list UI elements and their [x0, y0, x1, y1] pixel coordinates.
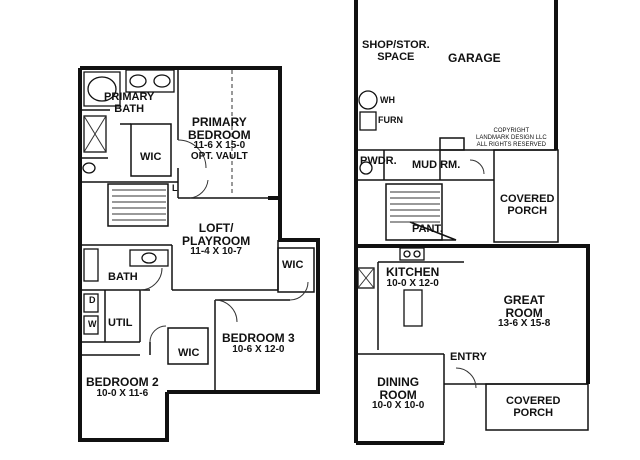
- entry-label: ENTRY: [450, 351, 487, 363]
- furnace-label: FURN: [378, 115, 403, 125]
- water-heater-label: WH: [380, 95, 395, 105]
- mud-room-label: MUD RM.: [412, 159, 461, 171]
- powder-room-label: PWDR.: [360, 155, 397, 167]
- pantry-label: PANT.: [412, 223, 443, 235]
- wic-bed2-label: WIC: [178, 347, 200, 359]
- upper-floor-fixtures: [82, 69, 309, 343]
- shop-storage-label: SHOP/STOR.SPACE: [362, 39, 430, 63]
- kitchen-label: KITCHEN 10-0 X 12-0: [386, 265, 440, 289]
- loft-label: LOFT/PLAYROOM 11-4 X 10-7: [182, 221, 251, 258]
- stair-landing-label: L: [172, 183, 178, 193]
- bedroom2-label: BEDROOM 2 10-0 X 11-6: [86, 375, 159, 399]
- util-label: UTIL: [108, 317, 133, 329]
- main-floor-walls: [354, 0, 590, 445]
- bath-label: BATH: [108, 271, 138, 283]
- bedroom3-label: BEDROOM 3 10-6 X 12-0: [222, 331, 295, 355]
- upper-floor-walls: [78, 66, 320, 442]
- garage-label: GARAGE: [448, 51, 501, 65]
- washer-label: W: [88, 319, 97, 329]
- wic-primary-label: WIC: [140, 151, 162, 163]
- main-floor-fixtures: [357, 90, 485, 389]
- dryer-label: D: [89, 295, 96, 305]
- wic-bed3-label: WIC: [282, 259, 304, 271]
